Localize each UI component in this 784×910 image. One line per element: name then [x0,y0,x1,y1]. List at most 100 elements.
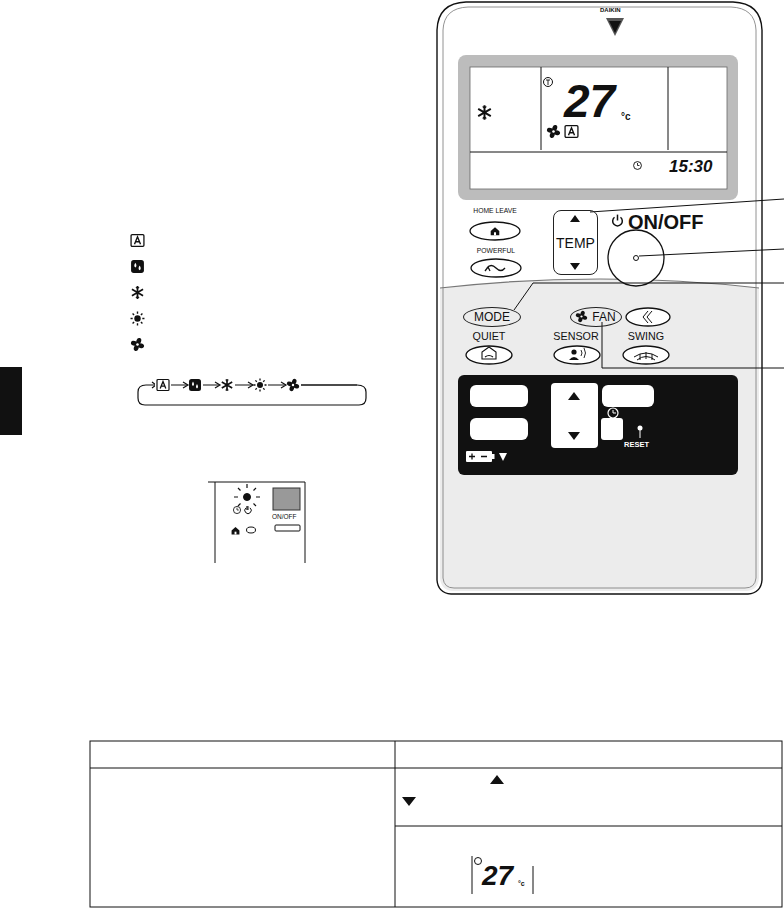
cover-panel [458,375,738,475]
mode-sequence-icons [189,379,201,391]
remote-buttons [608,230,664,286]
cover-panel [608,408,618,418]
button-label: FAN [592,311,615,323]
mode-icon-list [131,235,144,247]
mode-icon-list [130,235,144,352]
fan-icon [546,124,560,138]
remote-buttons [626,308,670,326]
temperature-digits: 27 [482,862,513,890]
table-grid [90,741,782,907]
mode-icon-list [131,312,145,326]
mode-button: MODE [463,307,521,327]
lcd-display [544,78,553,87]
lcd-display [470,67,727,152]
remote-body [440,279,759,591]
leader-line [590,199,784,212]
swing-icon [634,352,658,360]
cover-panel [602,385,654,407]
cover-panel [568,392,580,440]
cover-panel [638,426,643,431]
cover-panel [551,383,598,448]
daikin-logo [609,21,621,33]
mode-sequence-icons [286,378,300,392]
indicator-panel [275,525,300,531]
button-label: SENSOR [545,331,607,342]
indicator-panel [208,482,305,563]
leader-line [602,322,784,368]
button-label: POWERFUL [462,248,530,255]
lcd-display [546,80,550,85]
indicator-panel [273,488,300,510]
indicator-panel [244,494,251,501]
temperature-digits: 27 [564,78,615,124]
button-label: MODE [474,311,510,323]
battery-icon [466,451,507,462]
brand-name: DAIKIN [600,7,621,13]
unit-symbol: °c [621,112,631,122]
remote-body [443,7,756,588]
lcd-display [458,55,738,200]
reset-label: RESET [624,441,649,449]
remote-body [437,2,762,594]
remote-buttons [470,222,520,240]
sensor-icon [569,348,586,360]
daikin-logo [606,18,624,36]
fan-icon [575,310,588,323]
cover-panel [601,418,623,440]
leader-line [514,199,784,368]
cover-panel [458,375,738,475]
mode-icon-list [132,286,143,299]
button-label: TEMP [556,236,595,250]
leader-line [514,283,784,310]
sequence-arrow [171,384,357,385]
powerful-icon [485,266,505,272]
timer-icon [634,162,642,170]
remote-buttons [623,346,669,364]
on-off-button: ON/OFF [606,208,736,290]
mini-display [472,856,533,894]
indicator-panel [208,482,305,563]
auto-icon [565,126,578,138]
home-leave-button: HOME LEAVE [462,206,528,240]
button-label: HOME LEAVE [462,208,528,215]
unit-symbol: °c [518,880,525,887]
cover-panel [640,430,641,438]
fan-button: FAN [570,307,622,327]
quiet-button: QUIET [460,330,518,365]
clock-digits: 15:30 [669,158,712,175]
mini-display [472,856,533,894]
mode-sequence-icons [222,379,232,391]
battery-icon [469,454,487,460]
mode-sequence [138,382,366,405]
home-icon [491,227,500,235]
mode-sequence-icons [157,380,169,391]
remote-buttons [466,346,512,364]
power-icon [613,215,623,226]
home-icon [232,527,240,534]
sensor-icon [581,348,586,358]
indicator-label: ON/OFF [272,514,297,521]
remote-buttons [554,346,600,364]
sensor-icon [571,349,576,354]
power-icon [245,506,251,514]
powerful-button: POWERFUL [462,246,530,278]
swing-button: SWING [616,330,676,365]
timer-icon [233,506,240,513]
cover-panel [470,385,528,407]
remote-buttons [466,222,670,364]
sensor-button: SENSOR [545,330,607,365]
leader-line [639,249,784,256]
remote-buttons [634,256,639,261]
mini-display [475,858,482,865]
button-label: QUIET [460,331,518,342]
battery-icon [499,453,507,461]
cool-icon [478,105,491,120]
arrow-symbol [402,775,504,806]
temp-button: TEMP [553,210,598,275]
mode-sequence-icons [254,379,267,392]
comfort-icon [643,311,652,323]
battery-icon [492,454,495,459]
sequence-arrow [183,382,286,388]
